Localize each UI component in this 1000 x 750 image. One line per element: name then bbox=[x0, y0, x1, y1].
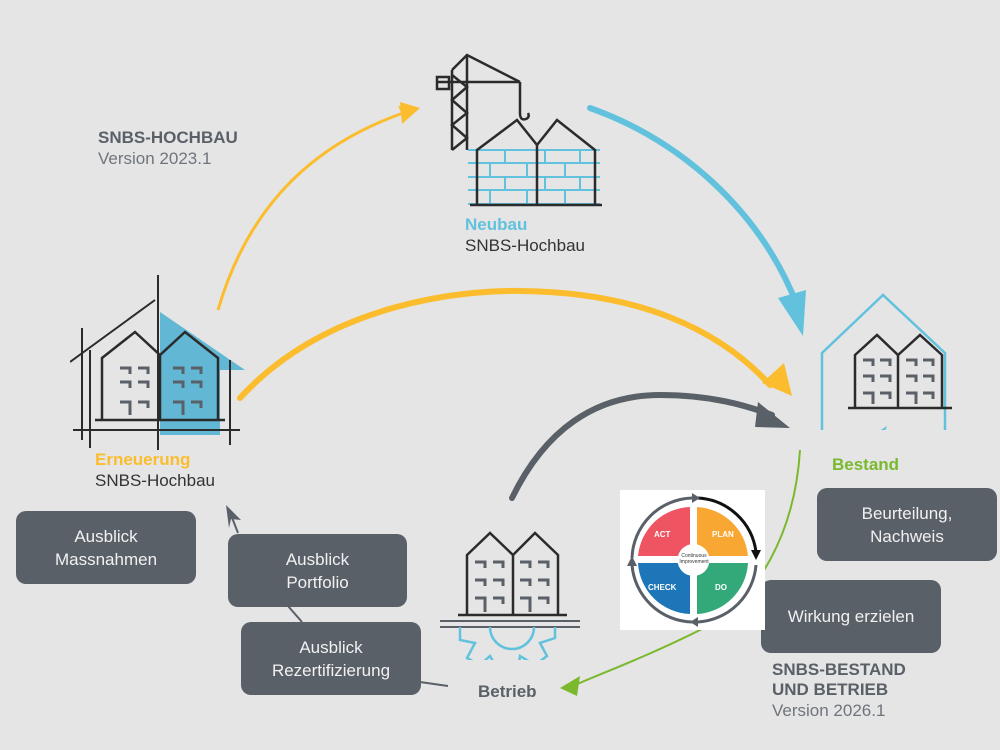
massnahmen-line2: Massnahmen bbox=[54, 549, 158, 569]
renovation-building-icon bbox=[70, 275, 245, 450]
box-ausblick-portfolio: Ausblick Portfolio bbox=[228, 534, 407, 607]
hochbau-header: SNBS-HOCHBAU Version 2023.1 bbox=[98, 128, 238, 170]
arrowhead-bestand-gray bbox=[755, 402, 790, 428]
neubau-subtitle: SNBS-Hochbau bbox=[465, 236, 586, 255]
hochbau-title: SNBS-HOCHBAU bbox=[98, 128, 238, 147]
pdca-plan-segment bbox=[697, 507, 748, 556]
arrowhead-bestand-blue bbox=[778, 290, 806, 336]
node-erneuerung: Erneuerung SNBS-Hochbau bbox=[95, 450, 215, 492]
bestand-header: SNBS-BESTAND UND BETRIEB Version 2026.1 bbox=[772, 660, 906, 722]
arrowhead-betrieb-green bbox=[560, 676, 580, 696]
bestand-title: Bestand bbox=[832, 455, 900, 474]
arrow-erneuerung-to-bestand bbox=[237, 287, 773, 401]
arrow-erneuerung-to-neubau bbox=[216, 108, 413, 311]
portfolio-line2: Portfolio bbox=[286, 572, 349, 592]
arrow-betrieb-to-bestand bbox=[509, 391, 775, 501]
bestand-title-line2: UND BETRIEB bbox=[772, 680, 889, 699]
beurteilung-line1: Beurteilung, bbox=[861, 503, 953, 523]
arrowhead-bestand-yellow bbox=[762, 363, 792, 396]
node-betrieb: Betrieb bbox=[478, 682, 537, 702]
beurteilung-line2: Nachweis bbox=[870, 526, 944, 546]
pdca-do-label: DO bbox=[715, 583, 727, 592]
pdca-check-label: CHECK bbox=[648, 583, 677, 592]
arrow-neubau-to-bestand bbox=[587, 105, 800, 308]
box-wirkung-erzielen: Wirkung erzielen bbox=[761, 580, 941, 653]
erneuerung-subtitle: SNBS-Hochbau bbox=[95, 471, 216, 490]
rezertifizierung-line1: Ausblick bbox=[299, 637, 363, 657]
existing-building-icon bbox=[820, 293, 952, 430]
portfolio-line1: Ausblick bbox=[285, 549, 350, 569]
connector-rezert-betrieb bbox=[419, 681, 449, 687]
node-neubau: Neubau SNBS-Hochbau bbox=[465, 215, 585, 257]
betrieb-title: Betrieb bbox=[478, 682, 537, 701]
box-ausblick-massnahmen: Ausblick Massnahmen bbox=[16, 511, 196, 584]
crane-building-icon bbox=[435, 53, 602, 207]
pdca-plan-label: PLAN bbox=[712, 530, 734, 539]
rezertifizierung-line2: Rezertifizierung bbox=[271, 660, 391, 680]
bestand-title-line1: SNBS-BESTAND bbox=[772, 660, 906, 679]
pdca-act-label: ACT bbox=[654, 530, 671, 539]
massnahmen-line1: Ausblick bbox=[74, 526, 138, 546]
box-beurteilung-nachweis: Beurteilung, Nachweis bbox=[817, 488, 997, 561]
pdca-center-line1: Continuous bbox=[681, 553, 707, 559]
pdca-do-segment bbox=[697, 563, 748, 614]
pdca-act-segment bbox=[638, 507, 690, 556]
wirkung-line1: Wirkung erzielen bbox=[787, 607, 915, 626]
pdca-check-segment bbox=[638, 563, 690, 614]
connector-portfolio-rezert bbox=[287, 605, 303, 623]
node-bestand: Bestand bbox=[832, 455, 899, 475]
arrowhead-erneuerung-gray bbox=[226, 505, 241, 528]
arrowhead-neubau-fill bbox=[400, 102, 420, 124]
hochbau-version: Version 2023.1 bbox=[98, 149, 212, 168]
neubau-title: Neubau bbox=[465, 215, 528, 234]
box-ausblick-rezertifizierung: Ausblick Rezertifizierung bbox=[241, 622, 421, 695]
erneuerung-title: Erneuerung bbox=[95, 450, 191, 469]
pdca-graphic bbox=[627, 493, 761, 627]
pdca-center-line2: Improvement bbox=[679, 559, 709, 565]
bestand-version: Version 2026.1 bbox=[772, 701, 886, 720]
pdca-center-label: Continuous Improvement bbox=[674, 553, 714, 565]
pdca-cycle-image: ACT PLAN CHECK DO Continuous Improvement bbox=[620, 490, 765, 630]
building-gear-icon bbox=[440, 531, 580, 660]
